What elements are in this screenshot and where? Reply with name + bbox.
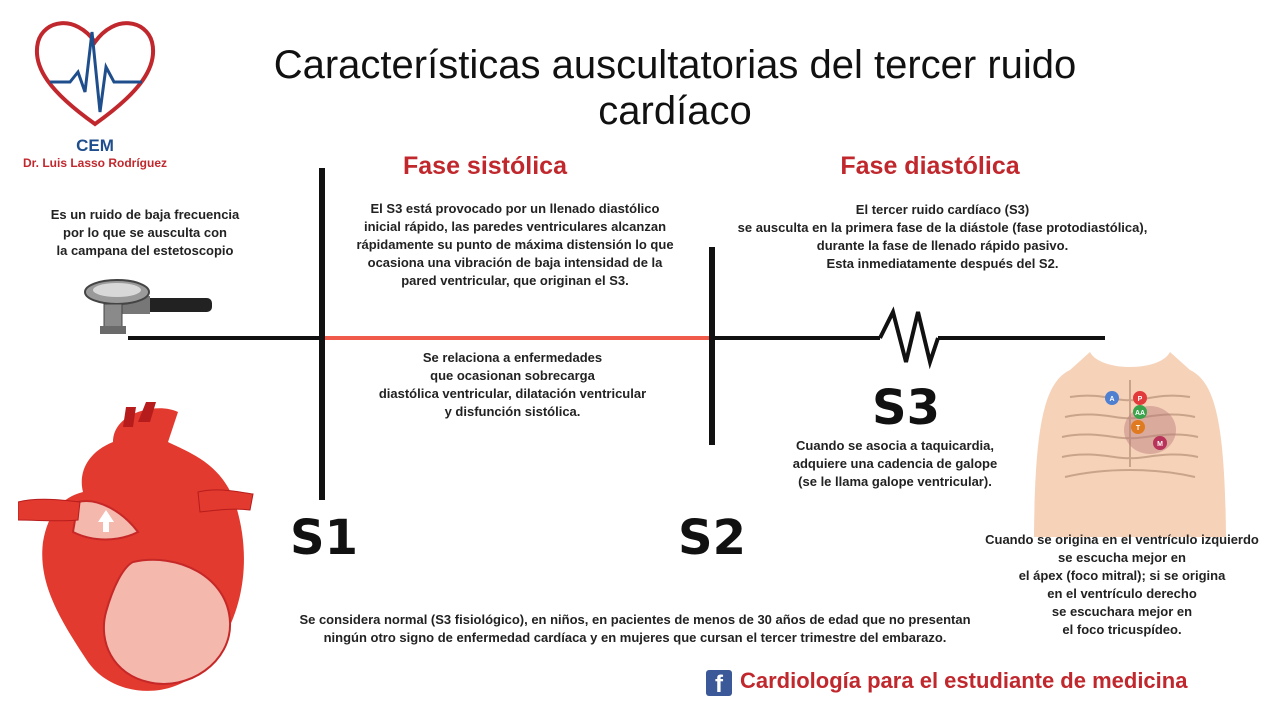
heart-ecg-logo-icon [34,21,156,127]
title-line-2: cardíaco [598,89,752,133]
pulmonary-focus-icon [1133,391,1147,405]
facebook-icon[interactable]: f [706,670,732,696]
text-line: se escucha mejor en [1058,550,1186,565]
focus-label: AA [1135,410,1145,417]
s2-label: S2 [678,510,746,566]
physiological-s3-note: Se considera normal (S3 fisiológico), en… [270,611,1000,647]
text-line: el foco tricuspídeo. [1062,622,1182,637]
note-line: por lo que se ausculta con [63,225,227,240]
diastolic-heading: Fase diastólica [840,152,1020,180]
text-line: diastólica ventricular, dilatación ventr… [378,386,647,401]
focus-label: P [1138,396,1143,403]
text-line: pared ventricular, que originan el S3. [401,273,629,288]
accessory-aortic-focus-icon [1133,405,1147,419]
mitral-focus-icon [1153,436,1167,450]
text-line: se escuchara mejor en [1051,604,1193,619]
flow-arrow-icon [98,510,114,532]
text-line: ocasiona una vibración de baja intensida… [367,255,663,270]
tricuspid-focus-icon [1131,420,1145,434]
text-line: en el ventrículo derecho [1047,586,1197,601]
stethoscope-icon [84,279,212,334]
text-line: Se relaciona a enfermedades [422,350,603,365]
text-line: durante la fase de llenado rápido pasivo… [816,238,1069,253]
text-line: ningún otro signo de enfermedad cardíaca… [323,630,947,645]
text-line: Esta inmediatamente después del S2. [826,256,1059,271]
page-title: Características auscultatorias del terce… [200,42,1150,134]
text-line: Se considera normal (S3 fisiológico), en… [299,612,971,627]
logo-author: Dr. Luis Lasso Rodríguez [22,156,168,170]
low-frequency-note: Es un ruido de baja frecuencia por lo qu… [20,206,270,260]
text-line: inicial rápido, las paredes ventriculare… [363,219,667,234]
text-line: se ausculta en la primera fase de la diá… [737,220,1148,235]
systolic-heading: Fase sistólica [403,152,567,180]
s3-label: S3 [872,380,940,436]
facebook-page-link[interactable]: Cardiología para el estudiante de medici… [740,668,1188,693]
text-line: (se le llama galope ventricular). [798,474,992,489]
text-line: que ocasionan sobrecarga [430,368,595,383]
diastolic-text: El tercer ruido cardíaco (S3) se auscult… [715,201,1170,273]
text-line: El tercer ruido cardíaco (S3) [855,202,1030,217]
text-line: el ápex (foco mitral); si se origina [1018,568,1226,583]
focus-label: A [1109,396,1114,403]
systolic-text: El S3 está provocado por un llenado dias… [330,200,700,290]
logo-cem: CEM [76,136,114,155]
aortic-focus-icon [1105,391,1119,405]
origin-note: Cuando se origina en el ventrículo izqui… [972,531,1272,639]
text-line: rápidamente su punto de máxima distensió… [356,237,674,252]
note-line: la campana del estetoscopio [56,243,234,258]
chest-foci-illustration: A P AA T M [1034,352,1226,537]
text-line: y disfunción sistólica. [444,404,581,419]
focus-label: T [1136,425,1141,432]
title-line-1: Características auscultatorias del terce… [273,43,1077,87]
focus-label: M [1157,441,1163,448]
text-line: adquiere una cadencia de galope [792,456,998,471]
text-line: El S3 está provocado por un llenado dias… [370,201,660,216]
text-line: Cuando se asocia a taquicardia, [796,438,994,453]
text-line: Cuando se origina en el ventrículo izqui… [985,532,1259,547]
tachycardia-note: Cuando se asocia a taquicardia, adquiere… [770,437,1020,491]
s3-waveform [878,306,940,370]
note-line: Es un ruido de baja frecuencia [50,207,240,222]
s1-label: S1 [290,510,358,566]
disease-text: Se relaciona a enfermedades que ocasiona… [340,349,685,421]
heart-illustration [18,402,254,691]
